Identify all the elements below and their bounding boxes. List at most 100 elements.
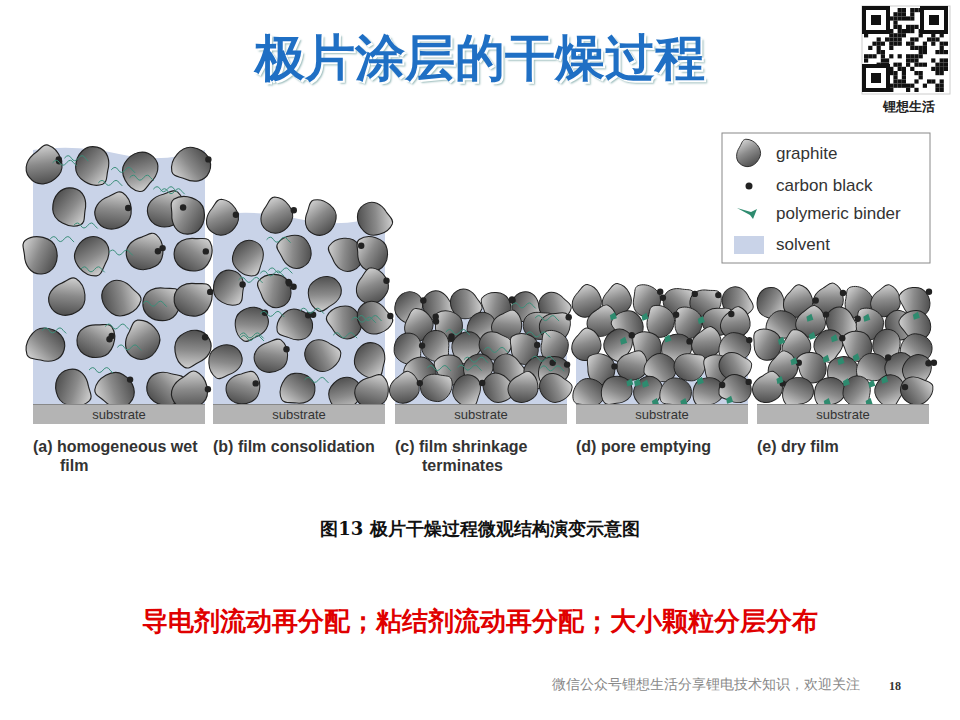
figure-caption: 图13 极片干燥过程微观结构演变示意图 (0, 517, 960, 541)
carbon-black (719, 382, 725, 388)
qr-module (898, 37, 902, 41)
graphite-particle (254, 267, 298, 313)
red-note: 导电剂流动再分配；粘结剂流动再分配；大小颗粒分层分布 (0, 604, 960, 639)
qr-finder (929, 15, 939, 25)
legend-text: solvent (776, 234, 830, 256)
graphite-particle (213, 270, 244, 306)
binder-bridge (843, 378, 850, 386)
carbon-black (358, 243, 364, 249)
binder-chain (484, 347, 508, 353)
qr-module (914, 58, 918, 62)
carbon-black (106, 336, 112, 342)
binder-bridge (626, 379, 633, 387)
carbon-black (202, 334, 208, 340)
graphite-particle (350, 196, 396, 242)
carbon-black (205, 386, 211, 392)
binder-chain (153, 187, 177, 193)
qr-module (944, 58, 948, 62)
qr-module (889, 54, 893, 58)
graphite-particle (20, 232, 62, 278)
graphite-particle (26, 327, 66, 362)
binder-chain (53, 160, 77, 166)
carbon-black (291, 207, 297, 213)
carbon-black (180, 204, 186, 210)
carbon-black (925, 360, 931, 366)
page-number: 18 (880, 679, 910, 694)
qr-module (906, 42, 910, 46)
panel-illustration (567, 280, 757, 411)
qr-module (881, 54, 885, 58)
qr-module (923, 46, 927, 50)
qr-module (940, 50, 944, 54)
graphite-particle (717, 372, 754, 406)
qr-module (940, 58, 944, 62)
legend-binder-sample (737, 208, 757, 219)
panel-caption: (e) dry film (757, 437, 937, 456)
carbon-black (383, 278, 389, 284)
binder-chain (143, 301, 167, 307)
carbon-black (840, 290, 846, 296)
qr-module (906, 88, 910, 92)
qr-module (906, 25, 910, 29)
carbon-black (239, 281, 245, 287)
qr-module (885, 58, 889, 62)
binder-chain (358, 316, 382, 322)
graphite-particle (674, 353, 706, 381)
qr-module (931, 67, 935, 71)
qr-module (935, 50, 939, 54)
graphite-particle (353, 341, 386, 379)
graphite-particle (350, 295, 396, 341)
graphite-particle (300, 335, 344, 376)
qr-module (910, 46, 914, 50)
panel-caption: (b) film consolidation (213, 437, 389, 456)
qr-module (902, 12, 906, 16)
binder-bridge (634, 378, 641, 386)
solvent-region (33, 148, 205, 404)
binder-bridge (642, 380, 649, 388)
carbon-black (611, 363, 617, 369)
binder-bridge (778, 337, 785, 345)
graphite-particle (89, 188, 139, 237)
legend-text: carbon black (776, 175, 872, 197)
substrate-band: substrate (213, 404, 385, 424)
qr-module (931, 42, 935, 46)
qr-module (893, 21, 897, 25)
carbon-black (127, 376, 133, 382)
carbon-black (159, 245, 165, 251)
graphite-particle (534, 369, 575, 408)
qr-module (864, 58, 868, 62)
qr-module (898, 16, 902, 20)
binder-chain (427, 366, 451, 372)
qr-module (944, 50, 948, 54)
substrate-label: substrate (635, 407, 688, 422)
graphite-particle (170, 144, 214, 184)
binder-bridge (913, 312, 920, 320)
qr-module (910, 29, 914, 33)
qr-module (906, 63, 910, 67)
qr-module (902, 75, 906, 79)
qr-module (898, 63, 902, 67)
carbon-black (746, 379, 752, 385)
binder-chain (98, 180, 122, 186)
qr-module (902, 71, 906, 75)
qr-module (935, 84, 939, 88)
qr-module (914, 8, 918, 12)
substrate-band: substrate (33, 404, 205, 424)
qr-module (898, 54, 902, 58)
qr-module (902, 33, 906, 37)
binder-bridge (838, 357, 845, 365)
qr-module (906, 16, 910, 20)
binder-bridge (698, 316, 705, 324)
qr-module (914, 88, 918, 92)
graphite-particle (503, 368, 545, 409)
qr-module (898, 8, 902, 12)
binder-chain (512, 303, 536, 309)
qr-module (893, 71, 897, 75)
qr-module (910, 67, 914, 71)
qr-module (919, 71, 923, 75)
graphite-particle (52, 188, 86, 227)
binder-chain (117, 345, 141, 351)
qr-module (910, 12, 914, 16)
panel-illustration (202, 194, 397, 417)
graphite-particle (597, 372, 635, 407)
